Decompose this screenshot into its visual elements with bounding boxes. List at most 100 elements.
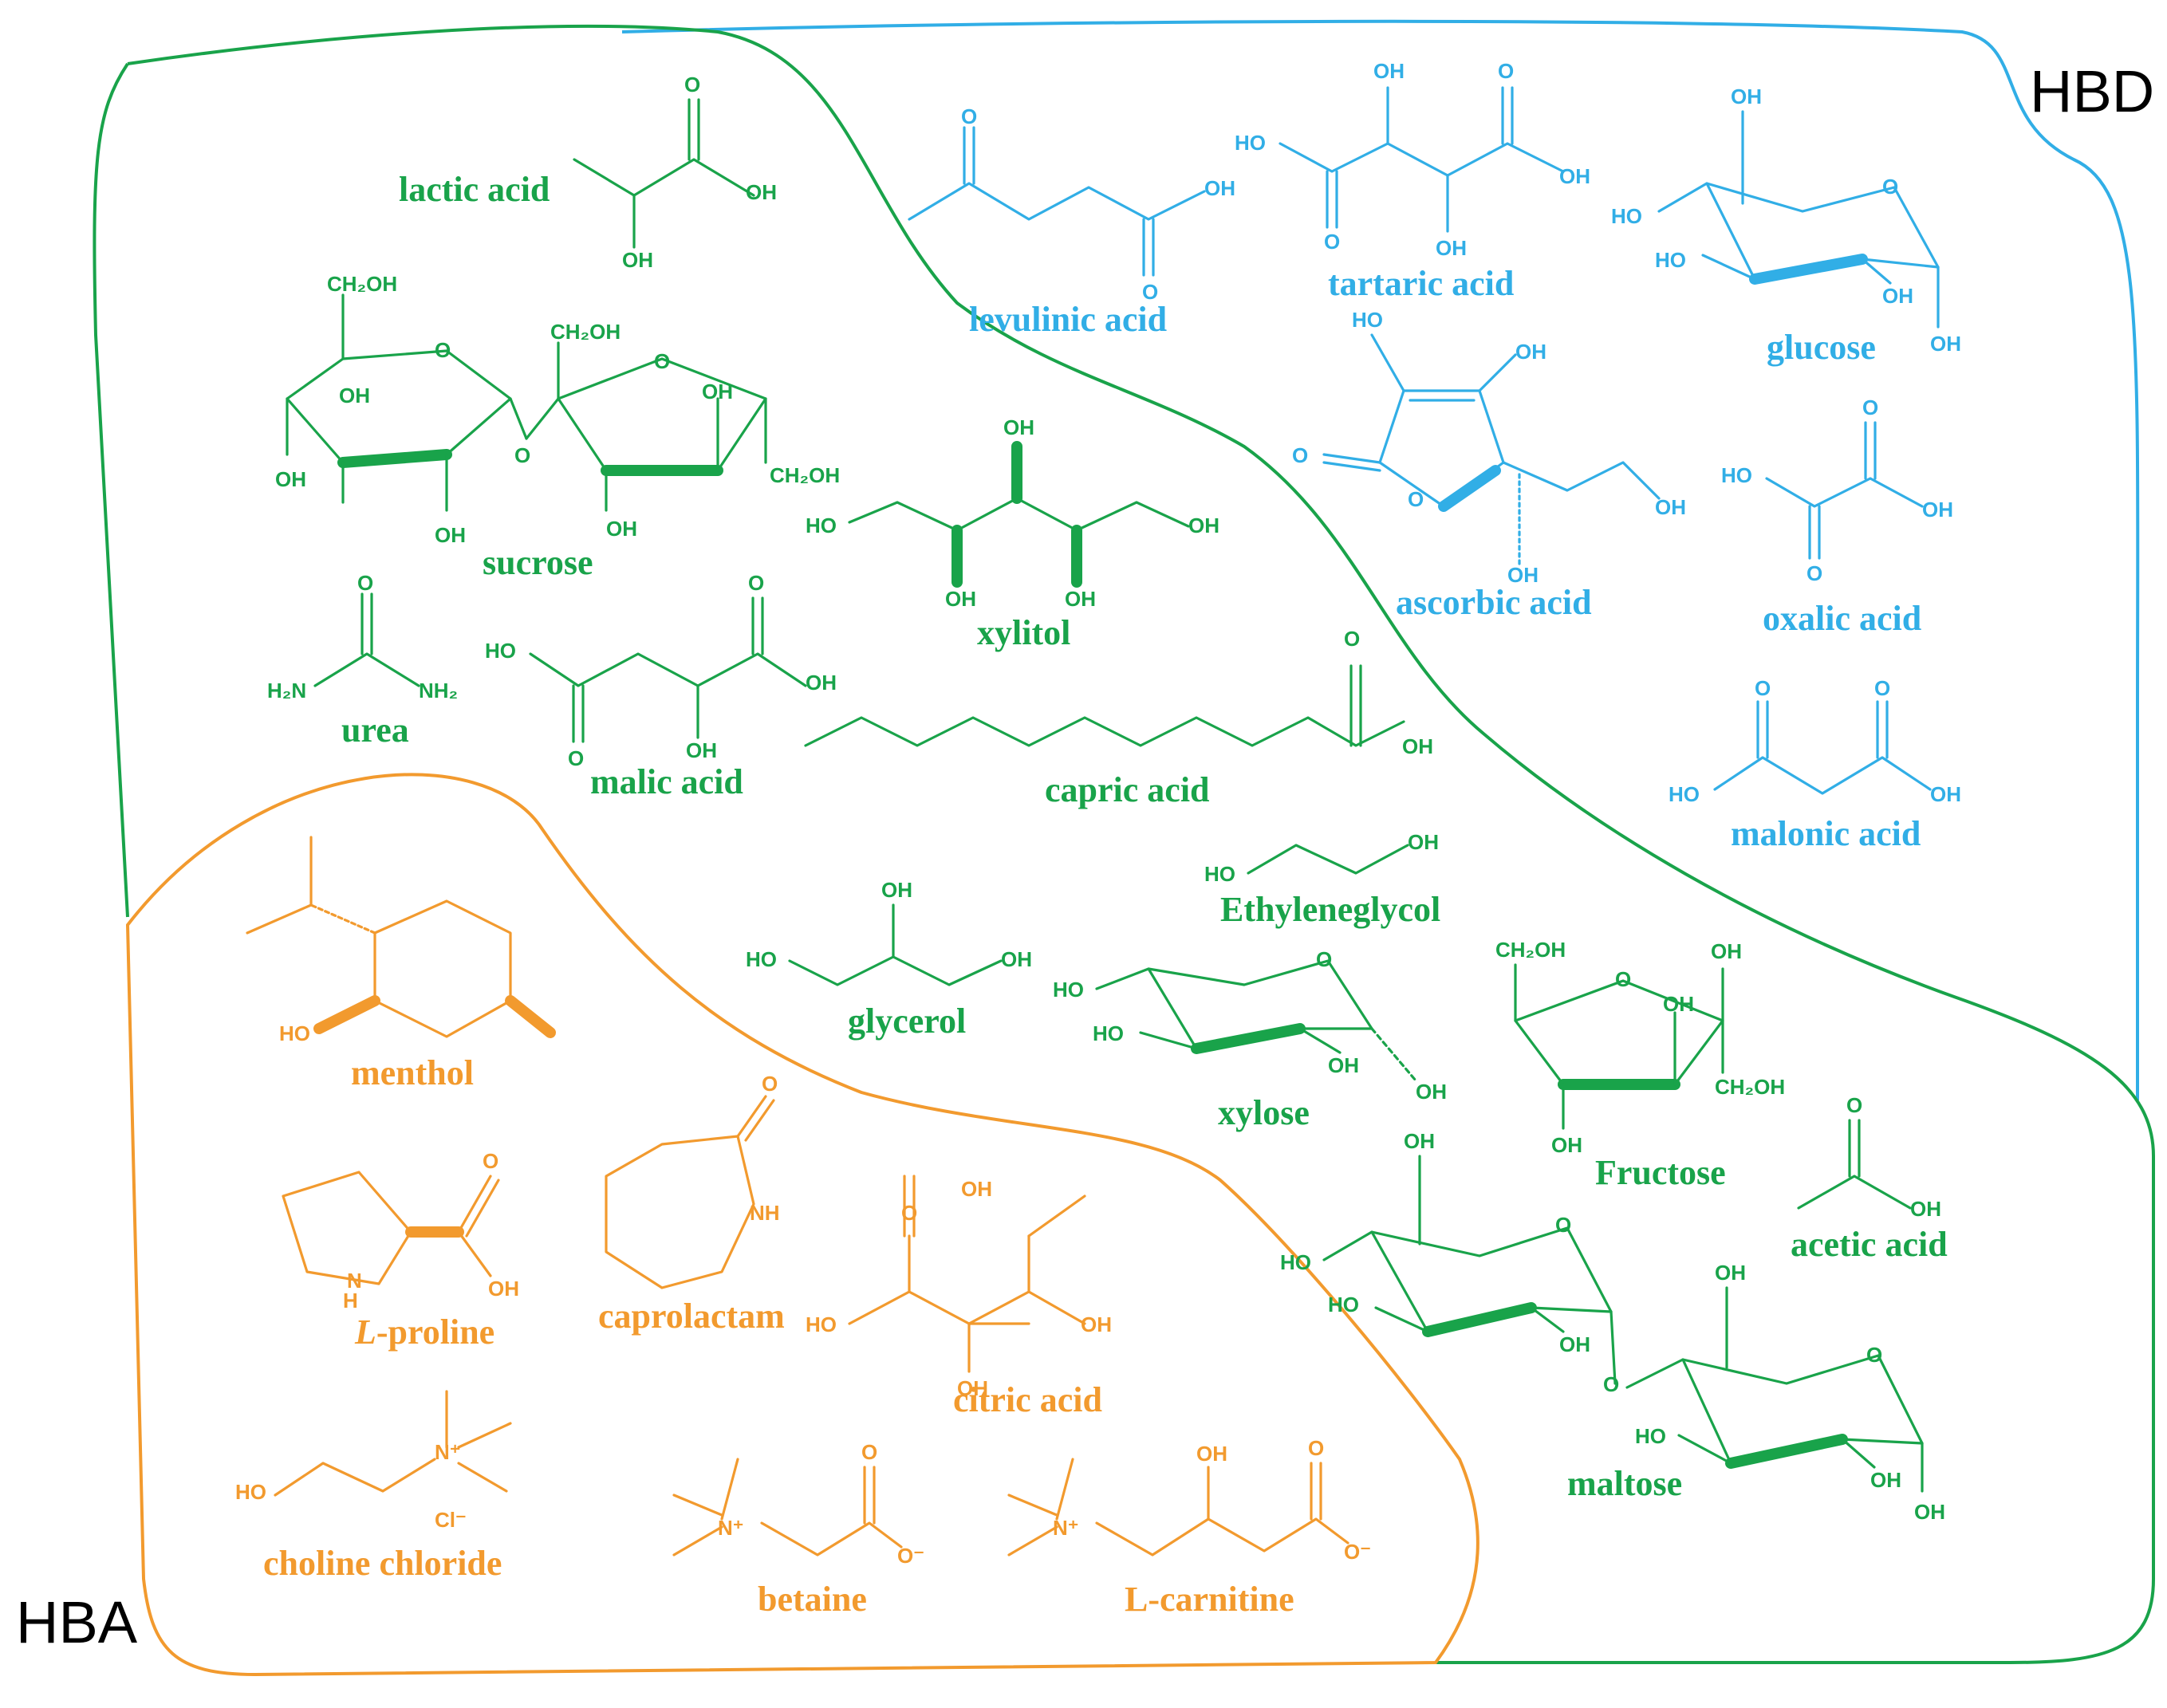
svg-text:OH: OH (622, 248, 653, 272)
hbd-green-boundary-left (93, 62, 129, 918)
svg-text:HO: HO (746, 947, 777, 971)
lactic-acid-label: lactic acid (399, 170, 550, 209)
svg-text:OH: OH (945, 587, 976, 611)
svg-text:O: O (1755, 676, 1771, 700)
svg-text:OH: OH (1711, 939, 1742, 963)
svg-text:O: O (1603, 1372, 1619, 1396)
svg-text:H: H (343, 1289, 358, 1312)
malonic-acid-structure: O O HO OH (1669, 676, 1961, 806)
svg-text:OH: OH (275, 467, 306, 491)
svg-text:O⁻: O⁻ (897, 1544, 924, 1568)
svg-text:HO: HO (279, 1021, 310, 1045)
svg-text:O: O (1316, 947, 1332, 971)
svg-text:OH: OH (1188, 514, 1219, 537)
svg-text:O: O (1292, 443, 1308, 467)
svg-text:O: O (1862, 396, 1878, 419)
svg-text:OH: OH (1408, 830, 1439, 854)
svg-text:O: O (684, 73, 700, 96)
menthol-label: menthol (351, 1053, 474, 1092)
svg-text:O: O (568, 746, 584, 770)
svg-text:OH: OH (957, 1376, 988, 1400)
svg-text:OH: OH (686, 738, 717, 762)
svg-text:O: O (1142, 280, 1158, 304)
svg-text:CH₂OH: CH₂OH (1715, 1075, 1785, 1099)
xylitol-structure: HO OH OH OH OH (806, 415, 1219, 611)
caprolactam-label: caprolactam (598, 1297, 785, 1336)
svg-text:CH₂OH: CH₂OH (1495, 938, 1566, 962)
citric-acid-label: citric acid (953, 1380, 1102, 1419)
betaine-structure: N⁺ O O⁻ (672, 1440, 924, 1568)
svg-text:O: O (1874, 676, 1890, 700)
fructose-structure: CH₂OH O OH OH CH₂OH OH (1495, 938, 1785, 1157)
svg-text:O: O (1344, 627, 1360, 651)
svg-text:OH: OH (1404, 1129, 1435, 1153)
svg-text:HO: HO (1655, 248, 1686, 272)
svg-text:HO: HO (235, 1480, 266, 1504)
svg-text:CH₂OH: CH₂OH (327, 272, 397, 296)
xylitol-label: xylitol (977, 613, 1070, 652)
caprolactam-structure: O NH (605, 1072, 780, 1289)
svg-text:O⁻: O⁻ (1344, 1540, 1371, 1564)
svg-text:OH: OH (1559, 164, 1590, 188)
maltose-label: maltose (1567, 1464, 1682, 1503)
svg-text:OH: OH (1870, 1468, 1901, 1492)
svg-text:O: O (357, 571, 373, 595)
glycerol-label: glycerol (848, 1002, 966, 1041)
svg-text:OH: OH (1551, 1133, 1582, 1157)
svg-text:OH: OH (1081, 1312, 1112, 1336)
l-proline-structure: O OH N H (282, 1149, 519, 1312)
choline-chloride-label: choline chloride (263, 1544, 502, 1583)
svg-text:HO: HO (1204, 862, 1235, 886)
fructose-label: Fructose (1595, 1153, 1726, 1192)
malic-acid-label: malic acid (590, 762, 743, 801)
l-carnitine-structure: N⁺ OH O O⁻ (1007, 1436, 1371, 1564)
ethylene-glycol-structure: HO OH (1204, 830, 1439, 886)
svg-text:HO: HO (1328, 1293, 1359, 1316)
svg-text:O: O (1882, 175, 1898, 199)
levulinic-acid-label: levulinic acid (969, 300, 1167, 339)
svg-text:OH: OH (881, 878, 912, 902)
maltose-structure: OH HO HO O OH O OH HO O OH OH (1280, 1129, 1945, 1524)
urea-label: urea (341, 710, 409, 750)
svg-text:O: O (1866, 1343, 1882, 1367)
svg-text:HO: HO (1280, 1250, 1311, 1274)
svg-text:Cl⁻: Cl⁻ (435, 1508, 467, 1532)
svg-text:OH: OH (606, 517, 637, 541)
menthol-structure: HO (246, 836, 556, 1045)
svg-text:NH: NH (750, 1201, 780, 1225)
svg-text:N⁺: N⁺ (718, 1516, 744, 1540)
hbd-green-boundary (127, 24, 2155, 1664)
svg-text:OH: OH (1910, 1197, 1941, 1221)
ethylene-glycol-label: Ethyleneglycol (1220, 890, 1440, 929)
orange-compounds: HO menthol O OH N H L-proline O NH capro… (235, 836, 1371, 1619)
sucrose-label: sucrose (483, 543, 593, 582)
svg-text:OH: OH (1416, 1080, 1447, 1104)
svg-text:OH: OH (1328, 1053, 1359, 1077)
svg-text:HO: HO (1352, 308, 1383, 332)
choline-chloride-structure: HO N⁺ Cl⁻ (235, 1390, 512, 1532)
svg-text:OH: OH (746, 180, 777, 204)
svg-text:OH: OH (806, 671, 837, 695)
svg-text:HO: HO (1235, 131, 1266, 155)
svg-text:OH: OH (1559, 1332, 1590, 1356)
oxalic-acid-label: oxalic acid (1763, 599, 1921, 638)
svg-text:OH: OH (1930, 332, 1961, 356)
blue-compounds: O O OH levulinic acid HO O OH OH O OH ta… (908, 59, 1961, 853)
svg-text:HO: HO (1611, 204, 1642, 228)
hbd-label: HBD (2030, 58, 2154, 124)
capric-acid-label: capric acid (1045, 770, 1210, 809)
svg-text:NH₂: NH₂ (419, 679, 458, 702)
svg-text:OH: OH (1373, 59, 1405, 83)
acetic-acid-structure: O OH (1797, 1093, 1941, 1221)
svg-text:OH: OH (1003, 415, 1034, 439)
svg-text:O: O (483, 1149, 498, 1173)
acetic-acid-label: acetic acid (1791, 1225, 1948, 1264)
lactic-acid-structure: O OH OH (573, 73, 777, 272)
svg-text:H₂N: H₂N (267, 679, 306, 702)
svg-text:HO: HO (806, 514, 837, 537)
l-proline-label: L-proline (354, 1312, 494, 1352)
svg-text:N: N (347, 1269, 362, 1293)
svg-text:O: O (1408, 487, 1424, 511)
svg-text:OH: OH (339, 384, 370, 407)
